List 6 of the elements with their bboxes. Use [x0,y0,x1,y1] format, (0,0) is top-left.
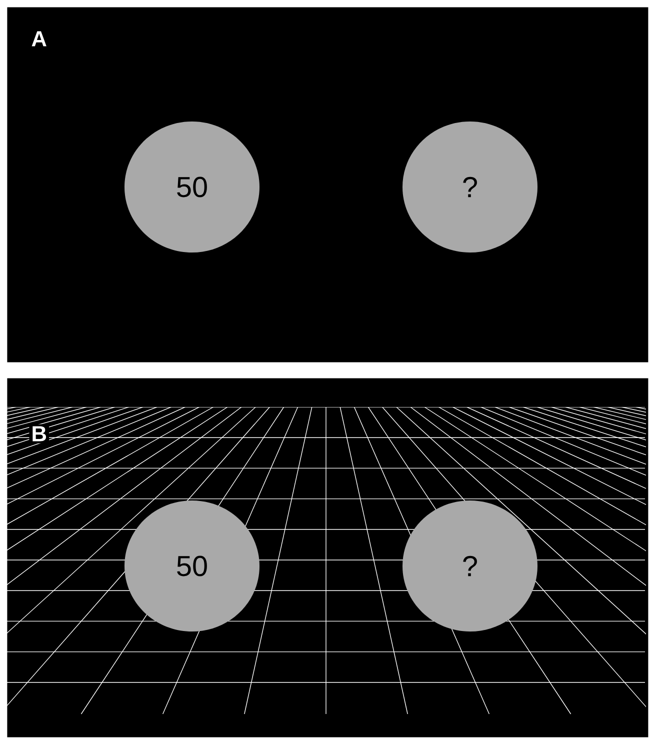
disc: ? [402,500,538,632]
disc: 50 [124,122,260,252]
panel-letter: A [29,29,50,48]
panel-letter: B [29,424,50,444]
disc: 50 [124,500,260,632]
disc: ? [402,122,538,252]
